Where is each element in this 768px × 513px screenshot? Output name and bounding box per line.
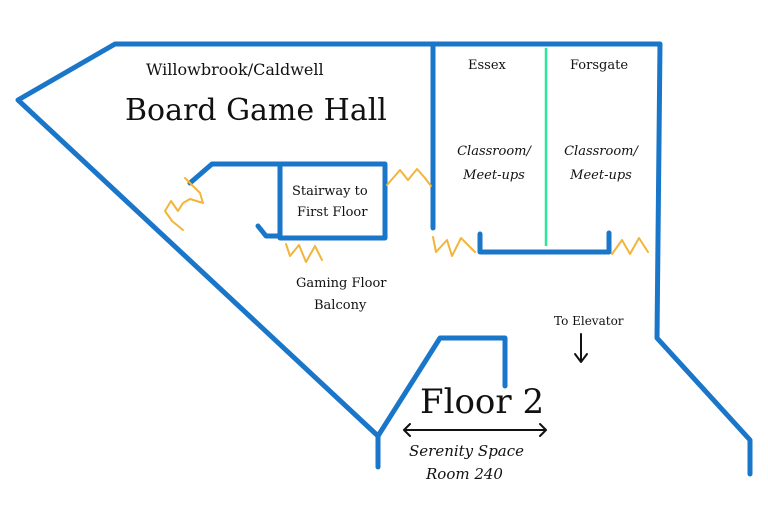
room-essex-description: Classroom/ Meet-ups [457,144,531,183]
stairway-label-line1: Stairway to [292,184,368,199]
serenity-label-line1: Serenity Space [409,442,525,460]
room-essex-name: Essex [468,58,506,73]
room-forsgate-name: Forsgate [570,58,629,73]
room-wall-bottom [477,230,612,255]
elevator-label: To Elevator [554,314,624,328]
outer-wall-top [15,41,753,477]
building-name: Willowbrook/Caldwell [146,60,324,79]
door-essex [432,236,476,257]
hall-title: Board Game Hall [125,93,387,128]
door-hall-east [386,168,432,187]
floor-label: Floor 2 [420,382,545,422]
door-west [164,177,204,231]
stairway-wall-outer [187,161,388,241]
serenity-label-line2: Room 240 [426,465,503,483]
door-forsgate [611,237,649,255]
stairway-label-line2: First Floor [297,205,368,220]
serenity-space-wall [375,335,508,439]
arrow-down-icon [574,333,588,363]
room-forsgate-description: Classroom/ Meet-ups [564,144,638,183]
balcony-label-line1: Gaming Floor [296,276,387,291]
door-stairway [285,243,323,263]
balcony-label-line2: Balcony [314,298,367,313]
double-arrow-icon [403,423,547,437]
stairway-wall-stub [255,223,283,239]
